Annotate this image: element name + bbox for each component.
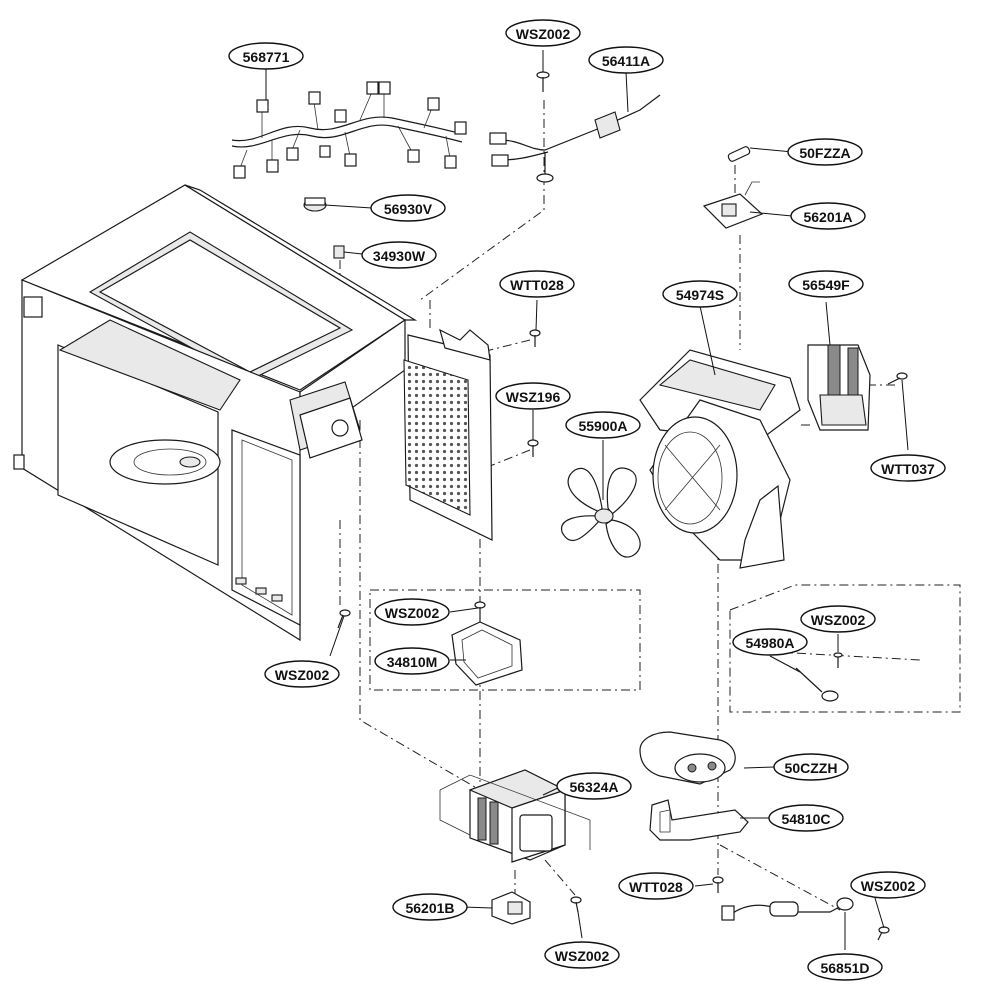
part-55900a-fan <box>561 467 641 558</box>
callout-label: 50FZZA <box>799 145 850 161</box>
part-56549f-motor <box>807 344 871 431</box>
callout-54810c: 54810C <box>768 804 844 832</box>
callout-50fzza: 50FZZA <box>787 138 863 166</box>
callout-label: 54980A <box>745 635 794 651</box>
perforated-side-panel <box>403 328 493 541</box>
callout-label: 56930V <box>384 201 433 217</box>
part-56324a-transformer <box>439 769 591 863</box>
callout-56411a: 56411A <box>588 46 664 74</box>
callout-label: WSZ002 <box>555 948 610 964</box>
part-56930v <box>303 197 327 212</box>
callout-55900a: 55900A <box>565 411 641 439</box>
part-34930w <box>333 245 345 259</box>
screw-wsz002-mid <box>474 601 486 622</box>
screw-wsz002-br <box>877 926 890 941</box>
callout-label: WTT028 <box>629 879 683 895</box>
callout-wtt037: WTT037 <box>870 454 946 482</box>
callout-wsz002-br: WSZ002 <box>850 871 926 899</box>
callout-wsz196: WSZ196 <box>495 382 571 410</box>
leaders <box>265 50 909 950</box>
callout-label: 54974S <box>676 287 724 303</box>
callout-34810m: 34810M <box>374 647 450 675</box>
callout-label: 34810M <box>387 654 438 670</box>
screw-wtt037 <box>887 372 908 385</box>
callout-label: 56411A <box>602 53 650 69</box>
callout-wsz002-bottom: WSZ002 <box>544 941 620 969</box>
screw-wsz002-right <box>833 652 843 668</box>
callout-label: WSZ002 <box>861 878 916 894</box>
callout-label: 568771 <box>243 49 290 65</box>
callout-label: WSZ002 <box>516 26 571 42</box>
callout-wtt028-bottom: WTT028 <box>618 872 694 900</box>
callout-label: 50CZZH <box>785 760 838 776</box>
callout-wsz002-left: WSZ002 <box>264 660 340 688</box>
part-34810m-bracket <box>451 621 523 686</box>
callout-34930w: 34930W <box>361 241 437 269</box>
callout-wsz002-top: WSZ002 <box>505 19 581 47</box>
callout-56851d: 56851D <box>807 953 883 981</box>
callout-label: WSZ002 <box>385 605 440 621</box>
screw-wsz002-left <box>337 609 351 629</box>
callout-wtt028-top: WTT028 <box>499 270 575 298</box>
part-56201b <box>491 891 531 925</box>
callout-label: 55900A <box>578 418 627 434</box>
callout-label: 56851D <box>820 960 869 976</box>
part-56851d-wire <box>721 897 854 921</box>
part-50czzh-capacitor <box>639 731 736 785</box>
callout-568771: 568771 <box>228 42 304 70</box>
callout-label: WTT037 <box>881 461 935 477</box>
callout-54974s: 54974S <box>662 280 738 308</box>
screw-wtt028-top <box>529 329 541 347</box>
callout-label: WSZ196 <box>506 389 561 405</box>
oven-cavity <box>13 184 418 642</box>
callout-56930v: 56930V <box>370 194 446 222</box>
part-54810c-bracket <box>649 799 749 841</box>
part-50fzza-fuse <box>727 146 751 162</box>
callout-wsz002-mid: WSZ002 <box>374 598 450 626</box>
part-54974s-duct <box>639 349 801 569</box>
part-56411a-wire <box>489 94 661 183</box>
callout-label: 56549F <box>802 277 850 293</box>
callout-56549f: 56549F <box>788 270 864 298</box>
callout-54980a: 54980A <box>732 628 808 656</box>
callout-label: 56201B <box>405 900 454 916</box>
callout-label: WSZ002 <box>811 612 866 628</box>
screw-wsz002-bottom <box>570 896 582 913</box>
screw-wsz002-top <box>536 71 550 92</box>
callout-label: WSZ002 <box>275 667 330 683</box>
callout-label: 54810C <box>781 811 830 827</box>
callout-label: WTT028 <box>510 277 564 293</box>
callout-label: 56201A <box>803 209 852 225</box>
wire-harness <box>231 81 467 179</box>
screw-wsz196 <box>527 439 539 457</box>
part-54980a <box>795 667 839 702</box>
callout-56324a: 56324A <box>556 772 632 800</box>
part-56201a-board <box>702 181 764 229</box>
callout-label: 56324A <box>569 779 618 795</box>
callout-label: 34930W <box>373 248 426 264</box>
screw-wtt028-bottom <box>712 876 724 893</box>
callout-56201a: 56201A <box>790 202 866 230</box>
callout-50czzh: 50CZZH <box>773 753 849 781</box>
callout-wsz002-right: WSZ002 <box>800 605 876 633</box>
callout-56201b: 56201B <box>392 893 468 921</box>
